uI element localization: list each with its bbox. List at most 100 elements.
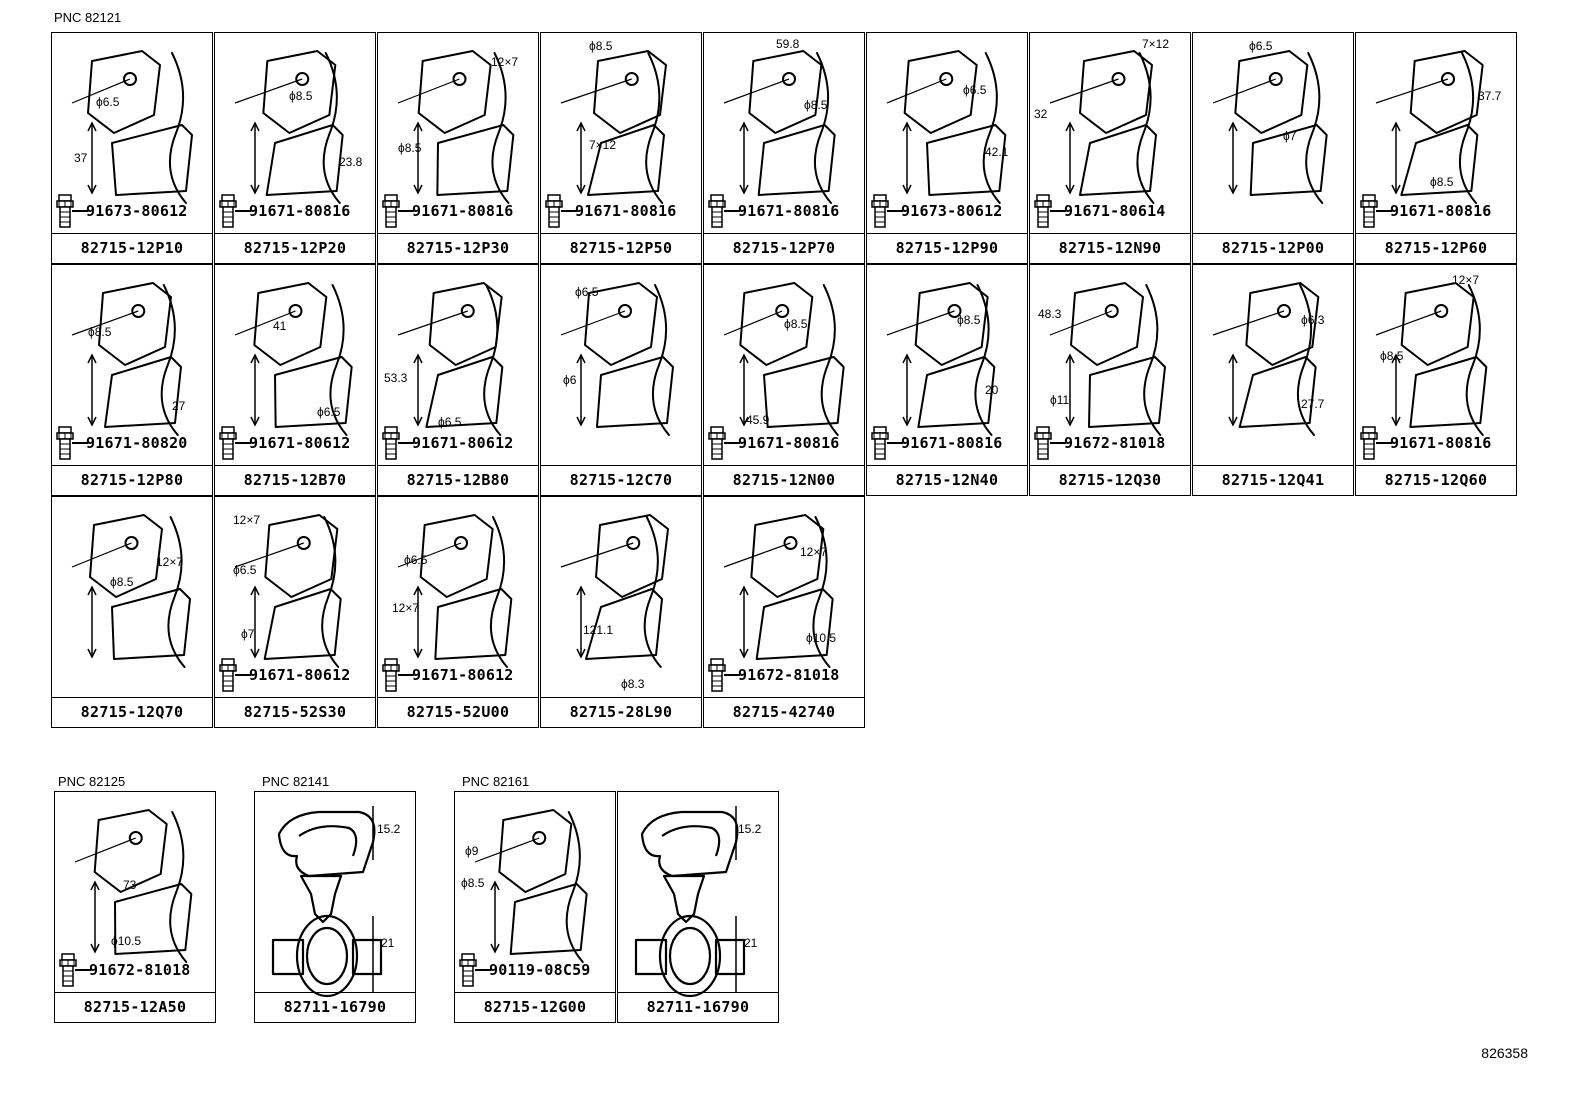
mounting-hole <box>454 536 468 550</box>
bracket-outline <box>914 282 989 366</box>
part-cell[interactable]: ϕ6.5 42.1 91673-80612 82715-12P90 <box>866 32 1028 264</box>
bolt-icon <box>708 658 726 692</box>
mounting-hole <box>1441 72 1455 86</box>
bolt-callout: 91672-81018 <box>1034 425 1166 461</box>
bracket-side-view <box>111 124 193 196</box>
mounting-hole <box>532 831 547 845</box>
part-number-label: 82715-12P20 <box>215 233 375 263</box>
bracket-side-view <box>111 588 191 660</box>
leader-line <box>397 542 462 568</box>
leader-line <box>1375 310 1442 336</box>
dimension-label: ϕ9 <box>465 844 479 858</box>
bolt-callout: 91671-80612 <box>382 657 514 693</box>
clip-base-left <box>271 938 305 976</box>
dimension-label: ϕ7 <box>1283 129 1297 143</box>
mounting-hole <box>1268 72 1283 86</box>
part-illustration <box>71 282 182 436</box>
leader-line <box>397 310 468 336</box>
bracket-bend <box>491 52 510 204</box>
dimension-label: 12×7 <box>800 545 828 559</box>
bracket-side-view <box>434 588 513 660</box>
bracket-bend <box>321 516 340 668</box>
dimension-label: ϕ8.5 <box>1380 349 1404 363</box>
bolt-callout: 91671-80612 <box>219 425 351 461</box>
bracket-outline <box>417 50 492 134</box>
dimension-label: ϕ6.5 <box>963 83 987 97</box>
bolt-part-number: 91671-80816 <box>901 434 1003 452</box>
dimension-label: ϕ10.5 <box>111 934 142 948</box>
dimension-label: 48.3 <box>1038 307 1062 321</box>
bracket-bend <box>1143 284 1162 436</box>
bolt-part-number: 91671-80612 <box>249 434 351 452</box>
dimension-label: 27 <box>172 399 186 413</box>
dimension-label: 42.1 <box>985 145 1009 159</box>
clip-base-right <box>714 938 746 976</box>
bracket-bend <box>483 284 502 436</box>
part-number-label: 82715-42740 <box>704 697 864 727</box>
bolt-part-number: 91671-80816 <box>412 202 514 220</box>
leader-line <box>886 310 955 336</box>
part-number-label: 82715-12P90 <box>867 233 1027 263</box>
dimension-arrow <box>576 353 586 427</box>
mounting-hole <box>131 304 146 318</box>
dimension-label: ϕ6.5 <box>317 405 341 419</box>
part-illustration <box>723 282 845 436</box>
bolt-part-number: 91673-80612 <box>901 202 1003 220</box>
dimension-label: 20 <box>985 383 999 397</box>
bolt-icon <box>219 658 237 692</box>
dimension-arrow <box>739 353 749 427</box>
clip-base-right <box>351 938 383 976</box>
bolt-part-number: 90119-08C59 <box>489 961 591 979</box>
part-number-label: 82715-28L90 <box>541 697 701 727</box>
dimension-arrow <box>87 585 97 659</box>
bolt-part-number: 91671-80816 <box>1390 202 1492 220</box>
bracket-outline <box>903 50 978 134</box>
bolt-callout: 91671-80816 <box>708 425 840 461</box>
dimension-arrow <box>250 121 260 195</box>
bracket-outline <box>1070 282 1144 366</box>
bolt-icon <box>545 194 563 228</box>
clip-grommet <box>295 914 359 998</box>
part-illustration <box>723 514 834 668</box>
part-number-label: 82715-12B70 <box>215 465 375 495</box>
part-illustration <box>71 514 191 668</box>
bolt-leader <box>1376 442 1392 444</box>
bracket-outline <box>98 282 172 366</box>
leader-line <box>723 542 791 568</box>
dimension-label: 37.7 <box>1478 89 1502 103</box>
part-number-label: 82715-52S30 <box>215 697 375 727</box>
part-illustration <box>1049 50 1157 204</box>
part-number-label: 82715-12P60 <box>1356 233 1516 263</box>
bracket-side-view <box>757 124 836 196</box>
bolt-icon <box>59 953 77 987</box>
part-number-label: 82715-52U00 <box>378 697 538 727</box>
bolt-part-number: 91671-80820 <box>86 434 188 452</box>
part-number-label: 82715-12P10 <box>52 233 212 263</box>
